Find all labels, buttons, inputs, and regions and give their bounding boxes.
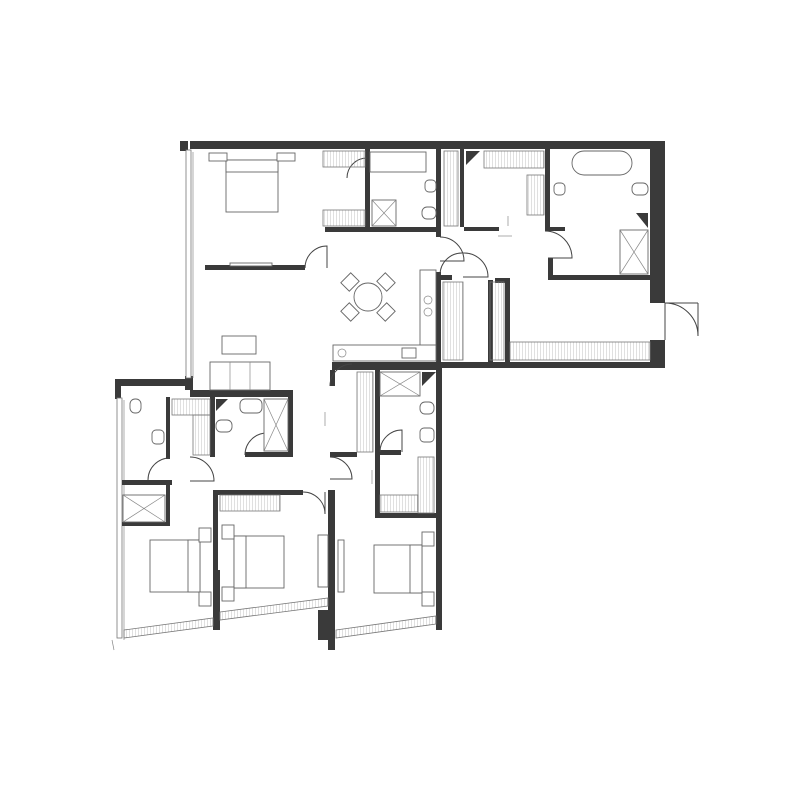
entrance-door [664,302,699,340]
coffee-table [221,335,257,355]
sliding-door-marks [324,235,512,484]
master-bath [369,151,437,227]
chair-icon [340,272,360,292]
exterior-walls [115,141,665,650]
bathroom-left-wing [122,398,289,523]
bedroom-bottom-left [149,527,212,607]
bedroom-bottom-middle [219,494,329,602]
entry-hall [442,281,651,361]
wardrobe-icon [322,150,366,168]
toilet-icon [421,206,437,220]
bathtub-icon [571,150,633,176]
bathroom-top-right [553,150,649,275]
sofa-icon [209,361,271,391]
bedroom-bottom-right [337,531,435,607]
living-dining-area [209,269,437,391]
dressing-room [443,150,545,227]
dining-table-icon [353,282,383,312]
interior-walls [122,149,650,572]
sink-icon [424,179,437,193]
window-bottom-facade [123,597,437,639]
master-bedroom [208,150,366,267]
bathroom-center [356,371,436,514]
